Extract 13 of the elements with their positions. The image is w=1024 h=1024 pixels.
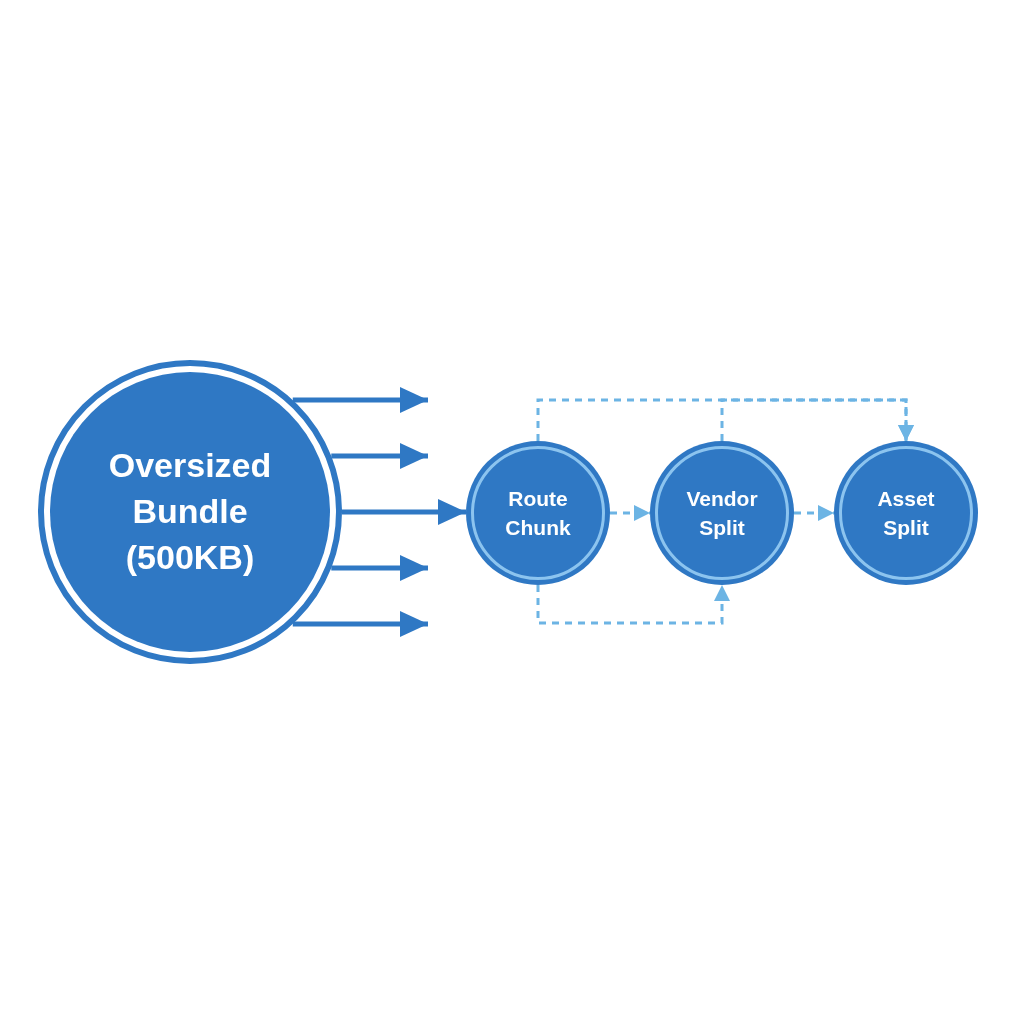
arrow	[331, 555, 428, 581]
arrow	[342, 499, 466, 525]
arrow	[292, 611, 428, 637]
arrow	[610, 505, 650, 521]
node-label: Asset Split	[876, 485, 936, 541]
arrow	[720, 398, 914, 441]
node-label: Vendor Split	[685, 485, 759, 541]
node-label: Route Chunk	[504, 485, 572, 541]
arrow	[292, 387, 428, 413]
arrow	[331, 443, 428, 469]
node-label: Oversized Bundle (500KB)	[107, 445, 273, 578]
arrow	[794, 505, 834, 521]
arrow	[536, 585, 730, 625]
